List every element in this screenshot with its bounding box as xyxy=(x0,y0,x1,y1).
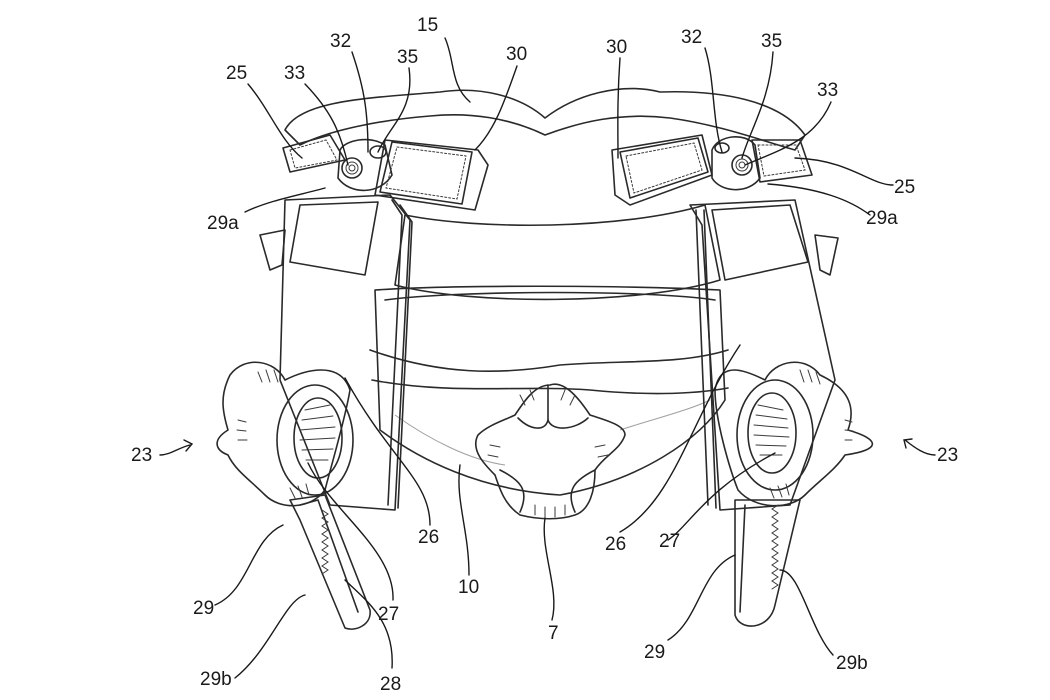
center-dial-7 xyxy=(475,383,626,520)
left-side-strap xyxy=(259,194,413,511)
label-32-left: 32 xyxy=(330,31,351,52)
label-23-right: 23 xyxy=(937,445,958,466)
label-10: 10 xyxy=(458,577,479,598)
label-30-left: 30 xyxy=(506,44,527,65)
label-29a-left: 29a xyxy=(207,213,239,234)
right-side-strap xyxy=(689,199,839,511)
left-ratchet-strap-29 xyxy=(289,494,371,630)
label-29a-right: 29a xyxy=(866,208,898,229)
label-28: 28 xyxy=(380,674,401,695)
label-35-right: 35 xyxy=(761,31,782,52)
right-tab-25 xyxy=(751,139,813,183)
label-25-left: 25 xyxy=(226,63,247,84)
label-7: 7 xyxy=(548,623,559,644)
label-33-right: 33 xyxy=(817,80,838,101)
label-29b-right: 29b xyxy=(836,653,868,674)
label-27-left: 27 xyxy=(378,604,399,625)
label-27-right: 27 xyxy=(659,531,680,552)
left-buckle xyxy=(337,138,393,192)
label-29-left: 29 xyxy=(193,598,214,619)
leader-lines xyxy=(159,37,936,679)
label-23-left: 23 xyxy=(131,445,152,466)
right-dial-23 xyxy=(714,361,874,507)
label-15: 15 xyxy=(417,15,438,36)
left-tab-25 xyxy=(282,134,346,173)
label-26-right: 26 xyxy=(605,534,626,555)
label-33-left: 33 xyxy=(284,63,305,84)
right-pad-30 xyxy=(611,134,713,206)
frame-body-10 xyxy=(369,285,729,496)
right-ratchet-strap-29 xyxy=(734,499,801,627)
label-35-left: 35 xyxy=(397,47,418,68)
label-32-right: 32 xyxy=(681,27,702,48)
forehead-pad xyxy=(394,204,721,301)
label-30-right: 30 xyxy=(606,37,627,58)
right-buckle xyxy=(711,136,761,191)
label-25-right: 25 xyxy=(894,177,915,198)
left-dial-23 xyxy=(216,361,354,507)
label-29-right: 29 xyxy=(644,642,665,663)
top-mesh-strap xyxy=(284,87,806,151)
label-26-left: 26 xyxy=(418,527,439,548)
label-29b-left: 29b xyxy=(200,669,232,690)
left-pad-30 xyxy=(374,139,489,211)
reference-labels: 15 32 35 30 25 33 29a 30 32 35 33 25 29a… xyxy=(131,15,958,695)
